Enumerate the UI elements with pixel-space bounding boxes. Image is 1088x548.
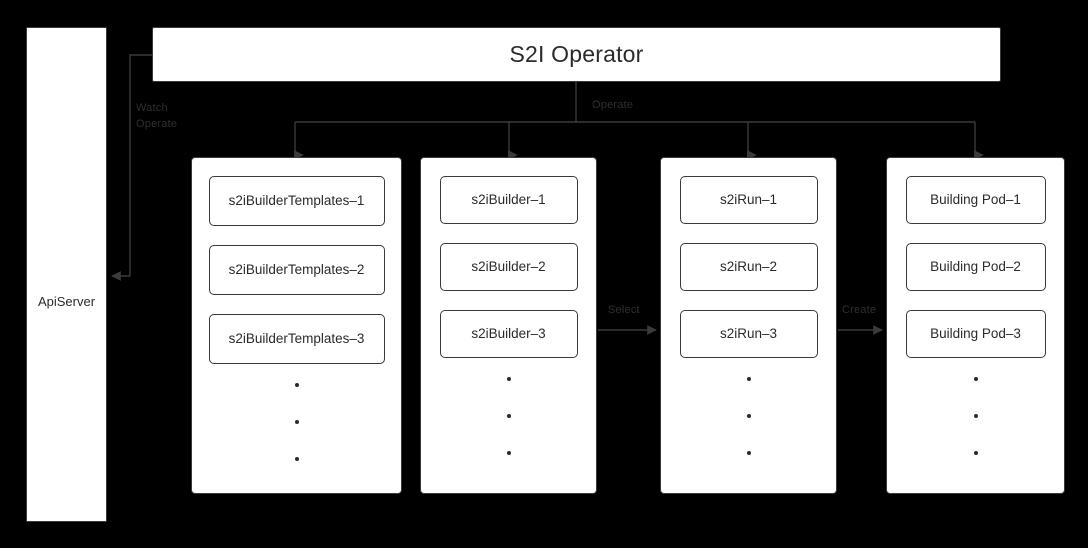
ellipsis-dots	[887, 377, 1064, 455]
edge-label-watch-operate: Watch Operate	[136, 102, 178, 130]
resource-card[interactable]: s2iBuilderTemplates–1	[208, 176, 385, 226]
s2ibuilder-column: s2iBuilder–1 s2iBuilder–2 s2iBuilder–3	[420, 157, 597, 494]
s2i-operator-node: S2I Operator	[152, 27, 1001, 82]
resource-card[interactable]: s2iBuilderTemplates–2	[208, 245, 385, 295]
edge-label-create: Create	[842, 304, 877, 316]
wire-watch-operate	[111, 54, 152, 281]
ellipsis-dot	[973, 451, 978, 455]
ellipsis-dot	[973, 377, 978, 381]
resource-card[interactable]: s2iRun–2	[679, 243, 818, 291]
s2irun-column: s2iRun–1 s2iRun–2 s2iRun–3	[660, 157, 837, 494]
ellipsis-dot	[294, 383, 299, 387]
ellipsis-dot	[746, 377, 751, 381]
ellipsis-dot	[294, 420, 299, 424]
ellipsis-dots	[421, 377, 596, 455]
ellipsis-dot	[746, 414, 751, 418]
ellipsis-dot	[294, 457, 299, 461]
edge-label-operate: Operate	[592, 99, 634, 111]
resource-card[interactable]: s2iRun–1	[679, 176, 818, 224]
resource-card[interactable]: s2iBuilderTemplates–3	[208, 314, 385, 364]
ellipsis-dot	[506, 377, 511, 381]
ellipsis-dot	[746, 451, 751, 455]
building-pod-column: Building Pod–1 Building Pod–2 Building P…	[886, 157, 1065, 494]
s2i-operator-title: S2I Operator	[509, 41, 644, 67]
ellipsis-dots	[661, 377, 836, 455]
resource-card[interactable]: s2iBuilder–3	[439, 310, 578, 358]
resource-card[interactable]: Building Pod–3	[905, 310, 1046, 358]
resource-card[interactable]: s2iBuilder–2	[439, 243, 578, 291]
resource-card[interactable]: s2iBuilder–1	[439, 176, 578, 224]
apiserver-node: ApiServer	[26, 27, 107, 522]
s2ibuildertemplates-column: s2iBuilderTemplates–1 s2iBuilderTemplate…	[191, 157, 402, 494]
resource-card[interactable]: Building Pod–1	[905, 176, 1046, 224]
ellipsis-dots	[192, 383, 401, 461]
resource-card[interactable]: Building Pod–2	[905, 243, 1046, 291]
apiserver-label: ApiServer	[37, 294, 96, 309]
ellipsis-dot	[506, 451, 511, 455]
ellipsis-dot	[973, 414, 978, 418]
ellipsis-dot	[506, 414, 511, 418]
edge-label-select: Select	[608, 304, 640, 316]
resource-card[interactable]: s2iRun–3	[679, 310, 818, 358]
